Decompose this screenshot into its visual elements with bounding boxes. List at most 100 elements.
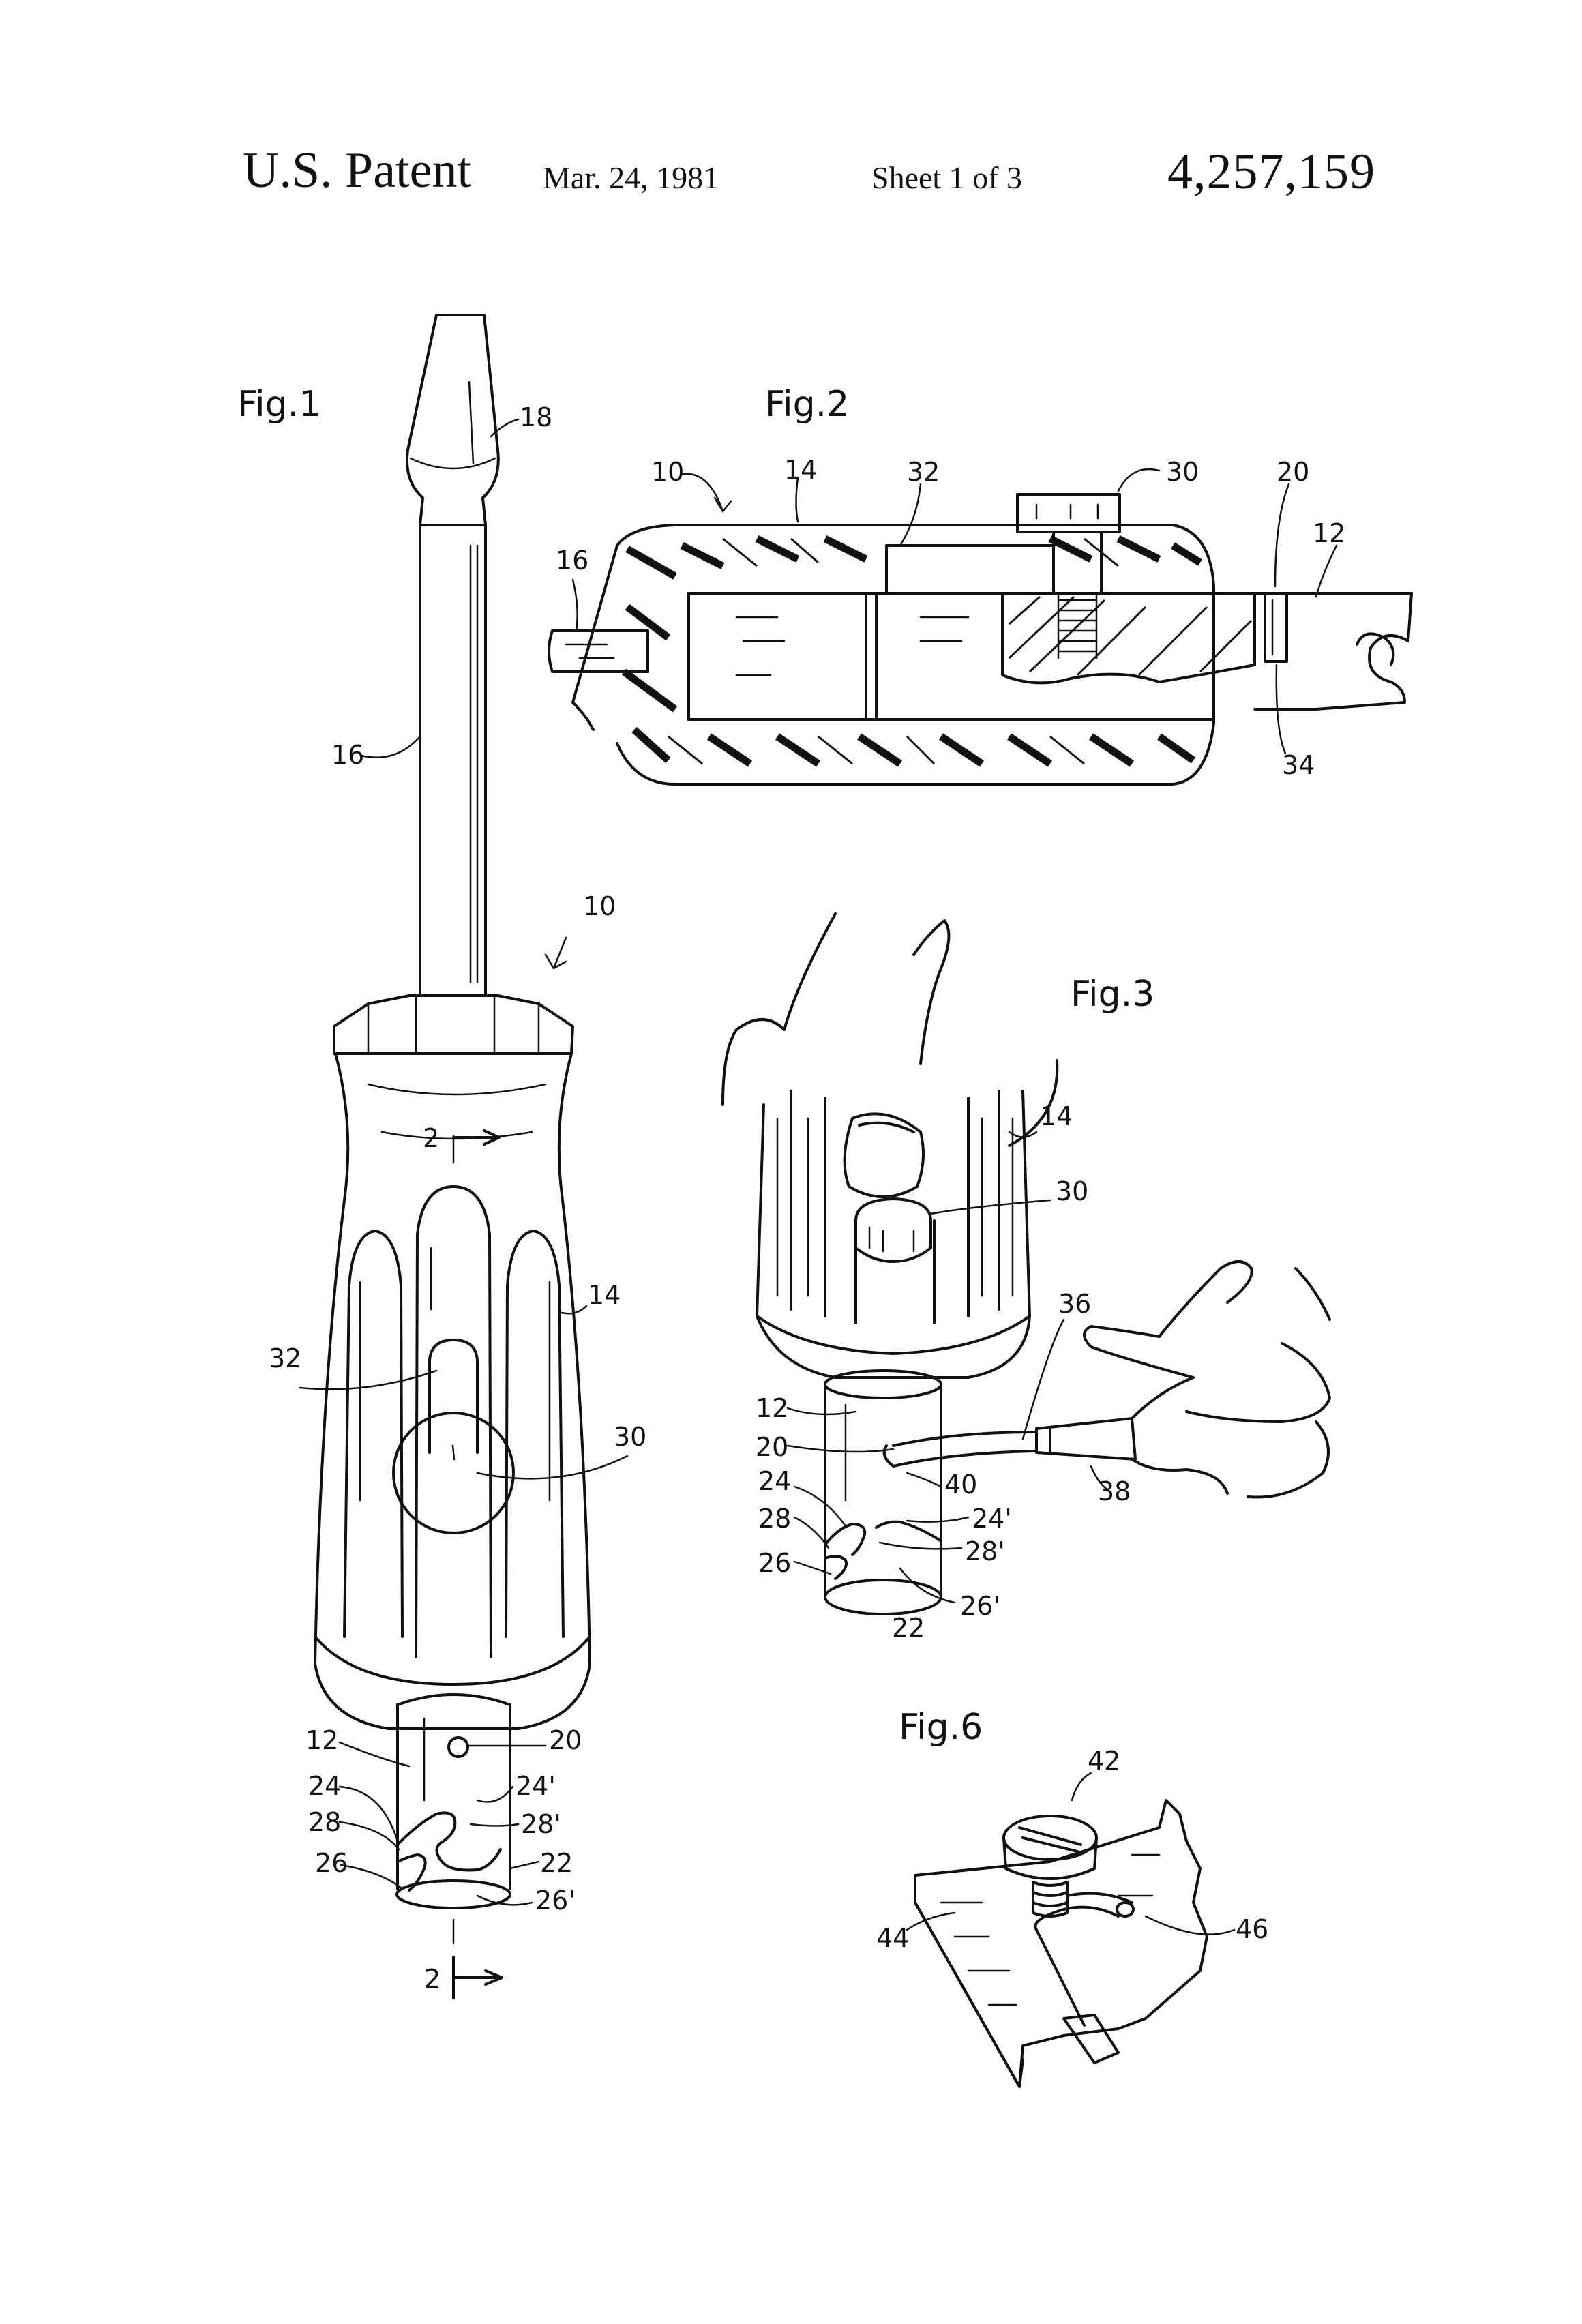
fig3-label-40: 40 [944,1470,977,1500]
fig3-leader-28p [880,1543,961,1549]
fig6-screw-slot [1019,1828,1081,1851]
fig3-label-30: 30 [1056,1176,1088,1206]
fig3-label-38: 38 [1098,1476,1131,1506]
fig1-label-32: 32 [269,1343,301,1373]
fig3-leader-36 [1023,1320,1064,1439]
fig3-sleeve-top [825,1371,941,1398]
fig1-flute-center [416,1187,491,1657]
fig6-label-42: 42 [1088,1746,1120,1776]
fig1-label-18: 18 [520,402,552,432]
fig2-break-line [1357,634,1393,665]
fig1-label-14: 14 [588,1280,621,1310]
fig2-label-20: 20 [1277,457,1309,487]
fig1-leader-22 [510,1862,539,1868]
fig2-slot-32 [886,546,1054,593]
fig2-shaft-12 [1002,593,1255,683]
fig1-leader-28 [340,1822,399,1849]
fig1-label-10: 10 [583,891,616,921]
fig2-label-30: 30 [1166,457,1199,487]
fig3-label-20: 20 [756,1432,788,1462]
fig2-label-32: 32 [907,457,940,487]
fig3-label-26p: 26' [960,1591,1000,1621]
fig1-title: Fig.1 [237,384,321,425]
fig3-leader-24 [794,1487,846,1526]
fig3-wire [893,1432,1036,1466]
fig2-leader-20 [1275,484,1289,586]
fig1-label-28: 28 [308,1807,341,1837]
fig1-sleeve-top [398,1695,510,1705]
fig2-screw-head-shade [1036,505,1098,518]
fig3-label-26: 26 [758,1548,791,1578]
fig6-label-46: 46 [1236,1914,1268,1944]
fig1-release-button [393,1413,513,1533]
fig1-leader-10 [546,938,566,968]
fig1-slot-24 [398,1813,501,1870]
fig6-plate [915,1800,1207,2087]
fig1-leader-24p [477,1787,513,1802]
fig1-slot [430,1340,477,1452]
fig1-flute-left [344,1231,402,1637]
fig1-leader-16 [361,736,420,758]
fig2-pin-34 [1265,593,1287,661]
fig2-leader-32 [900,484,921,546]
fig6-wire-end [1064,2015,1118,2063]
fig2-title: Fig.2 [765,384,849,425]
fig2-handle-outline [573,525,1214,784]
fig3-leader-24p [907,1517,968,1522]
fig2-shaft-end [1255,593,1412,709]
figure-2: Fig.2 [549,384,1412,784]
fig6-label-44: 44 [876,1923,909,1953]
fig3-button [856,1199,931,1262]
fig1-flute-right [506,1231,563,1637]
fig1-handle-base [315,1637,590,1684]
fig1-label-16: 16 [331,740,364,770]
figure-3: Fig.3 [723,914,1330,1643]
fig1-leader-24 [340,1787,398,1841]
fig2-label-16: 16 [556,546,588,576]
fig1-blade-tip [407,315,498,525]
fig3-label-24p: 24' [972,1504,1012,1534]
fig3-sleeve-end [825,1580,941,1614]
fig1-label-26: 26 [315,1848,348,1878]
fig1-leader-30 [477,1456,627,1478]
fig3-leader-20 [788,1446,893,1452]
fig3-label-12: 12 [756,1393,788,1423]
fig1-leader-26 [341,1865,402,1889]
fig3-handle-base [757,1316,1030,1354]
fig1-button-highlight [453,1446,454,1459]
fig3-label-28p: 28' [965,1536,1005,1566]
fig2-insert-shading [736,617,968,675]
fig3-label-14: 14 [1040,1101,1073,1131]
fig3-fingertip [845,1114,923,1197]
fig6-screw-head-top [1004,1816,1096,1860]
fig2-grip-hatching [624,539,1200,764]
fig1-label-2-bottom: 2 [424,1964,441,1994]
fig3-right-hand [1084,1262,1330,1498]
fig6-wire-tip [1117,1903,1133,1916]
fig2-label-12: 12 [1313,518,1345,548]
fig1-label-26p: 26' [535,1886,576,1916]
fig3-title: Fig.3 [1071,974,1154,1015]
fig2-leader-12 [1316,546,1337,597]
fig2-label-34: 34 [1282,750,1315,780]
fig6-leader-46 [1146,1916,1234,1935]
fig2-label-14: 14 [784,455,817,485]
fig3-finger-top [723,914,1057,1146]
fig2-leader-10 [682,474,731,511]
fig3-leader-30 [931,1200,1050,1214]
fig1-handle-collar [334,996,573,1054]
fig1-blade-bevel [411,458,495,468]
fig1-label-22: 22 [540,1848,573,1878]
fig2-leader-30 [1118,469,1159,491]
fig3-fingernail [859,1123,914,1132]
fig6-leader-44 [907,1913,955,1930]
fig1-section-arrow-top [453,1131,499,1144]
fig1-handle-body [315,1054,590,1729]
fig6-leader-42 [1072,1773,1091,1800]
fig3-label-28: 28 [758,1504,791,1534]
fig1-blade-shade [469,382,473,464]
fig1-label-2-top: 2 [423,1123,439,1153]
fig1-label-30: 30 [614,1422,646,1452]
